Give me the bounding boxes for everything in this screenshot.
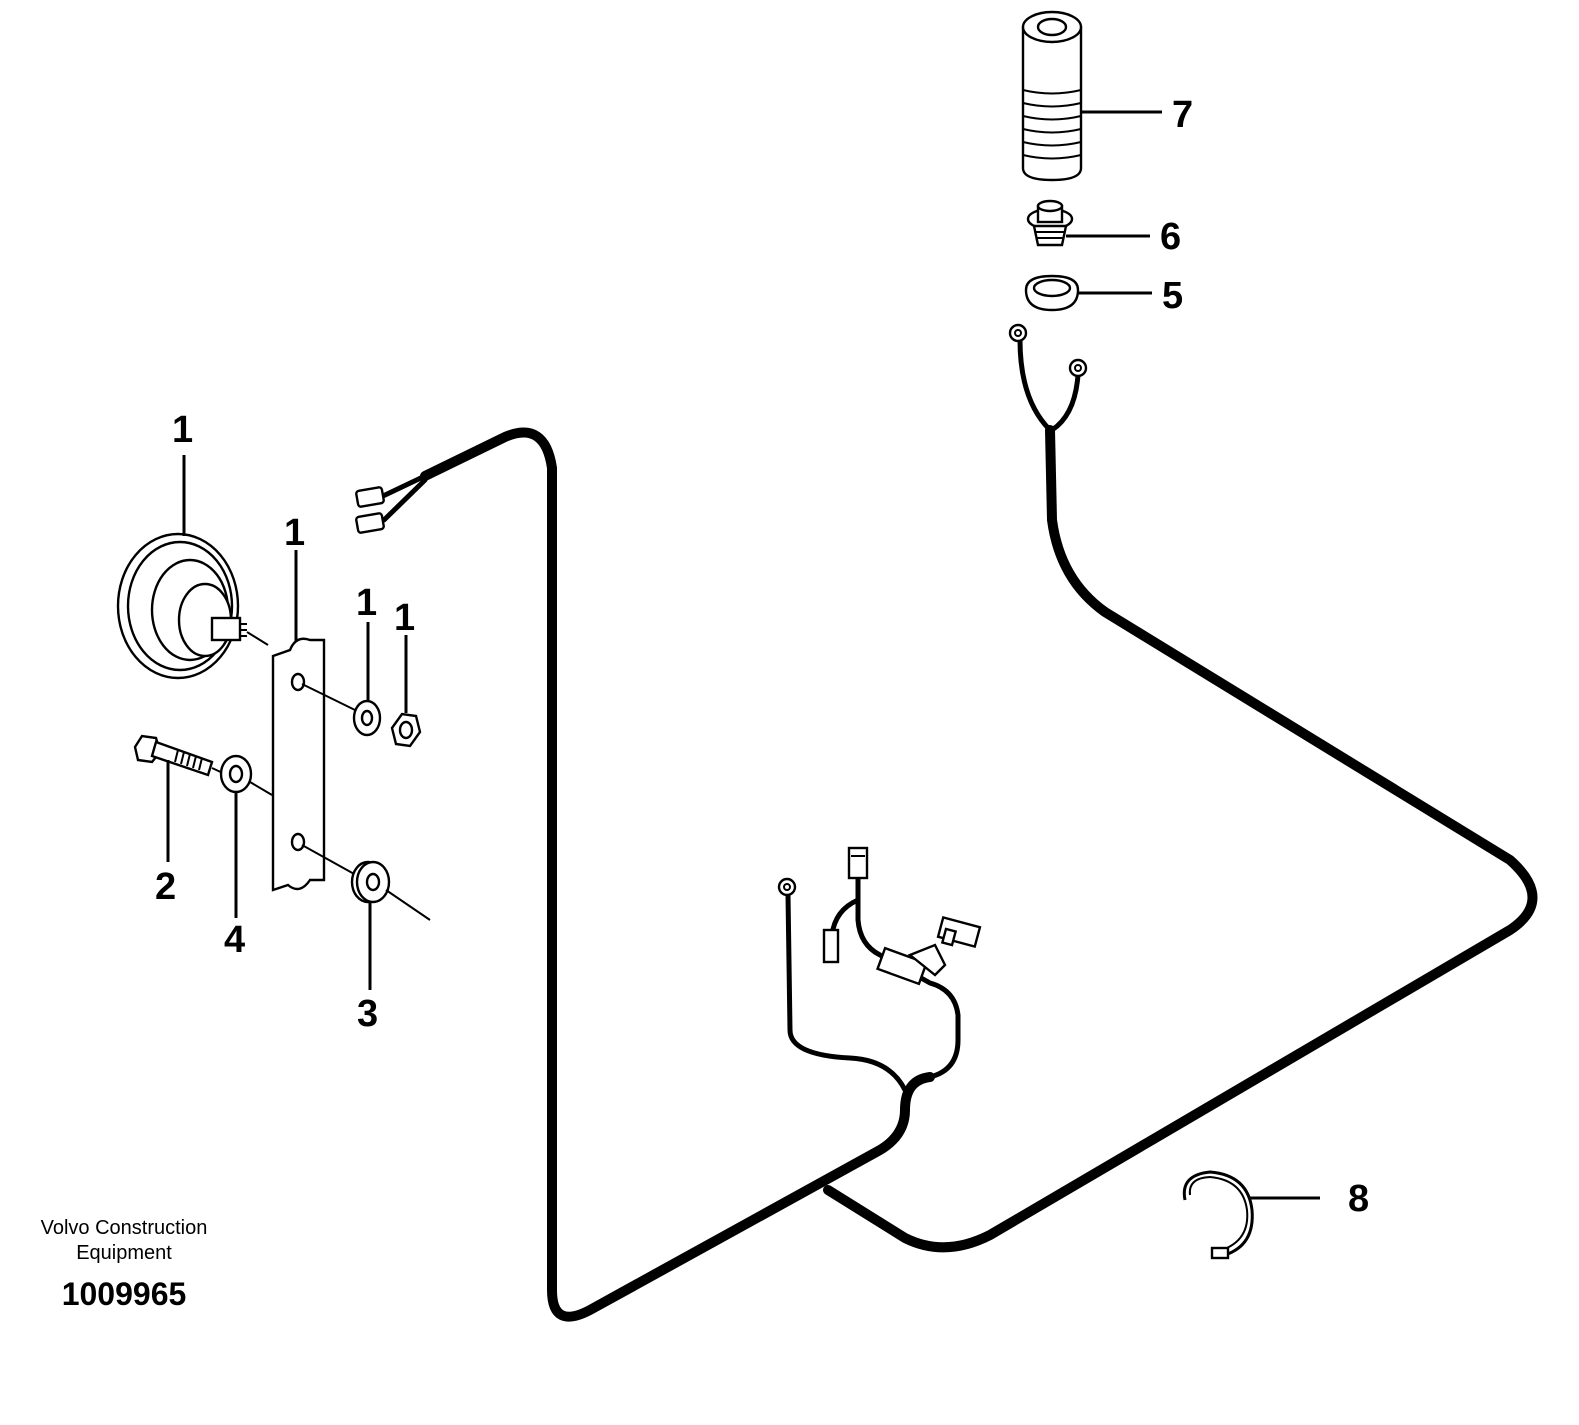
hex-nut-icon	[390, 712, 422, 748]
callout-bolt: 2	[155, 866, 176, 908]
switch-icon	[1026, 199, 1074, 247]
callout-cable-clamp: 8	[1348, 1178, 1369, 1220]
flat-washer-icon	[219, 754, 273, 796]
bolt-icon	[133, 734, 226, 777]
connector-icon	[822, 846, 982, 986]
button-cap-icon	[1021, 10, 1083, 182]
callout-nut: 1	[394, 597, 415, 639]
grommet-icon	[1024, 274, 1080, 312]
callout-washer-upper: 1	[356, 582, 377, 624]
drawing-number: 1009965	[61, 1276, 187, 1312]
brand-line-1: Volvo Construction	[40, 1217, 208, 1239]
callout-bracket: 1	[284, 512, 305, 554]
callout-spacer: 3	[357, 993, 378, 1035]
horn-icon	[116, 532, 269, 680]
spacer-icon	[350, 860, 431, 921]
brand-line-2: Equipment	[76, 1242, 172, 1264]
callout-switch: 6	[1160, 216, 1181, 258]
leader-lines	[166, 110, 1320, 1200]
flat-washer-icon	[352, 699, 382, 737]
cable-clamp-icon	[1182, 1170, 1254, 1260]
ring-terminal-icon	[777, 323, 1088, 897]
bracket-icon	[271, 637, 357, 892]
wiring-harness	[380, 337, 1538, 1322]
brand-label: Volvo Construction Equipment	[14, 1216, 234, 1266]
callout-button-cap: 7	[1172, 94, 1193, 136]
blade-terminal-icon	[355, 486, 385, 534]
callout-washer-lower: 4	[224, 919, 245, 961]
callout-grommet: 5	[1162, 275, 1183, 317]
callout-horn: 1	[172, 409, 193, 451]
